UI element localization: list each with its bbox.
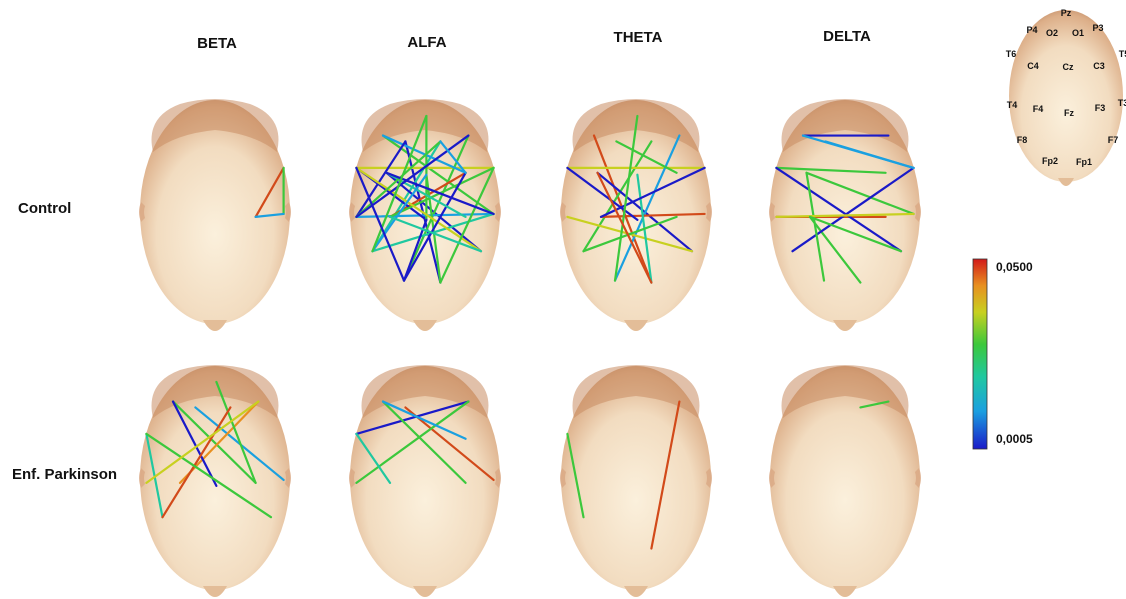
colorbar: 0,0500 0,0005 xyxy=(973,259,1033,449)
electrode-label-f4: F4 xyxy=(1033,104,1044,114)
row-label-parkinson: Enf. Parkinson xyxy=(12,466,117,483)
head-enf-parkinson-theta xyxy=(560,365,712,597)
colorbar-min-label: 0,0005 xyxy=(996,432,1033,446)
electrode-label-p3: P3 xyxy=(1092,23,1103,33)
head-control-delta xyxy=(769,99,921,331)
electrode-label-c4: C4 xyxy=(1027,61,1039,71)
head-enf-parkinson-beta xyxy=(139,365,291,597)
reference-head xyxy=(1009,10,1123,182)
electrode-label-t6: T6 xyxy=(1006,49,1017,59)
band-title-alfa: ALFA xyxy=(407,34,446,51)
electrode-label-fp2: Fp2 xyxy=(1042,156,1058,166)
head-control-beta xyxy=(139,99,291,331)
band-title-theta: THETA xyxy=(614,29,663,46)
electrode-label-f7: F7 xyxy=(1108,135,1119,145)
heads-grid xyxy=(139,99,921,597)
colorbar-max-label: 0,0500 xyxy=(996,260,1033,274)
colorbar-gradient xyxy=(973,259,987,449)
electrode-label-f3: F3 xyxy=(1095,103,1106,113)
electrode-label-cz: Cz xyxy=(1063,62,1074,72)
electrode-label-fz: Fz xyxy=(1064,108,1074,118)
electrode-label-pz: Pz xyxy=(1061,8,1072,18)
electrode-label-t3: T3 xyxy=(1118,98,1126,108)
electrode-label-f8: F8 xyxy=(1017,135,1028,145)
electrode-label-o1: O1 xyxy=(1072,28,1084,38)
electrode-label-c3: C3 xyxy=(1093,61,1105,71)
head-control-theta xyxy=(560,99,712,331)
reference-head-nose xyxy=(1058,178,1074,186)
band-title-beta: BETA xyxy=(197,35,237,52)
head-enf-parkinson-alfa xyxy=(349,365,501,597)
electrode-label-t4: T4 xyxy=(1007,100,1018,110)
head-surface xyxy=(560,365,712,597)
band-title-delta: DELTA xyxy=(823,28,871,45)
electrode-label-t5: T5 xyxy=(1119,49,1126,59)
head-surface xyxy=(349,365,501,597)
electrode-label-p4: P4 xyxy=(1026,25,1037,35)
row-label-control: Control xyxy=(18,200,71,217)
head-control-alfa xyxy=(349,99,501,331)
head-enf-parkinson-delta xyxy=(769,365,921,597)
electrode-label-fp1: Fp1 xyxy=(1076,157,1092,167)
electrode-label-o2: O2 xyxy=(1046,28,1058,38)
head-surface xyxy=(769,365,921,597)
